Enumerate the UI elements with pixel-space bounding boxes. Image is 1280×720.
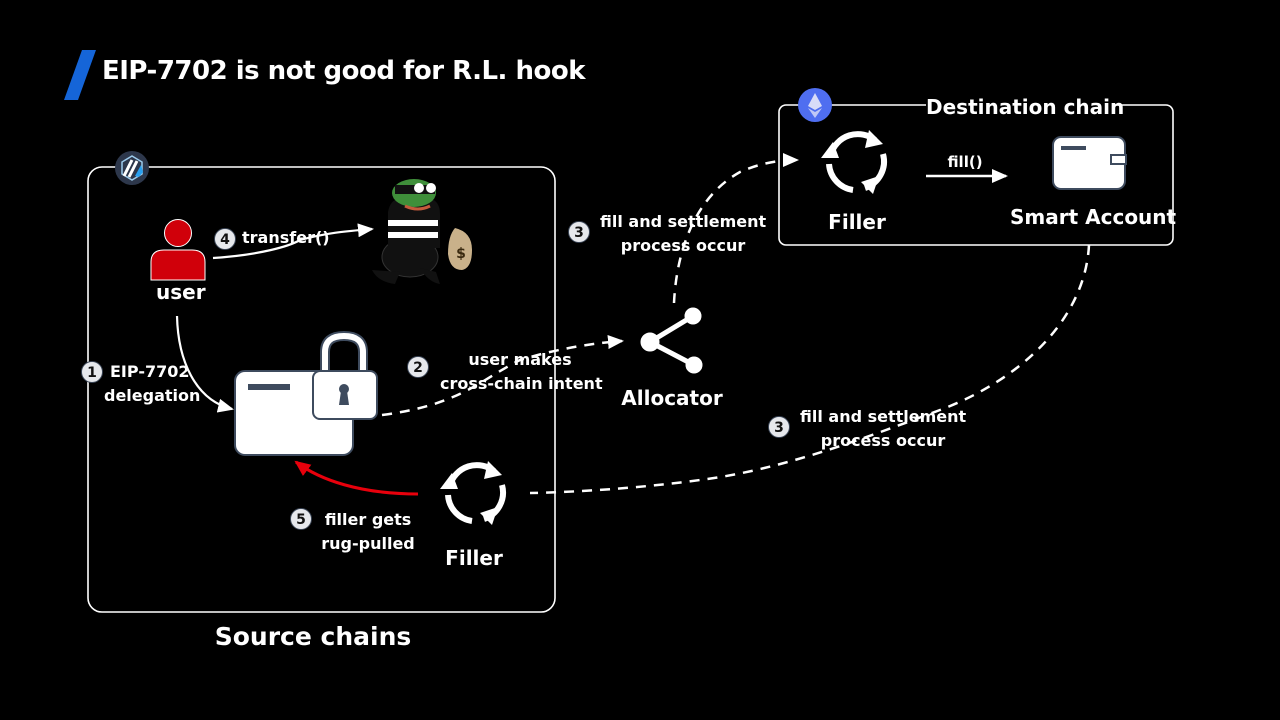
allocator-share-icon xyxy=(640,307,703,374)
step-5-line-1: filler gets xyxy=(324,510,412,529)
settlement-arrow-bottom xyxy=(529,244,1091,495)
step-5-text: filler gets rug-pulled xyxy=(318,508,418,556)
step-3-top-line-2: process occur xyxy=(620,236,746,255)
title-accent-slash xyxy=(64,50,96,100)
transfer-arrow xyxy=(212,223,374,260)
step-3-bottom-text: fill and settlement process occur xyxy=(800,405,966,453)
locked-wallet-icon xyxy=(234,330,378,456)
page-title: EIP-7702 is not good for R.L. hook xyxy=(102,56,585,86)
fill-call-label: fill() xyxy=(947,153,983,171)
step-1-line-2: delegation xyxy=(104,386,201,405)
user-label: user xyxy=(156,280,206,304)
step-5-badge: 5 xyxy=(290,508,312,530)
step-3-bottom-line-2: process occur xyxy=(820,431,946,450)
step-3-top-text: fill and settlement process occur xyxy=(600,210,766,258)
source-chains-box xyxy=(87,166,556,613)
settlement-arrow-top xyxy=(672,153,799,304)
step-1-badge: 1 xyxy=(81,361,103,383)
arbitrum-logo-icon xyxy=(115,151,149,185)
step-5-line-2: rug-pulled xyxy=(321,534,415,553)
rug-pull-arrow xyxy=(294,460,419,496)
destination-filler-cycle-icon xyxy=(821,130,887,194)
source-chains-label: Source chains xyxy=(214,622,412,651)
intent-arrow xyxy=(381,335,624,417)
step-2-line-2: cross-chain intent xyxy=(440,374,603,393)
smart-account-wallet-icon xyxy=(1052,136,1127,190)
step-4-text: transfer() xyxy=(242,228,330,247)
smart-account-label: Smart Account xyxy=(1010,205,1177,229)
pepe-thief-image: $ xyxy=(372,179,472,284)
allocator-label: Allocator xyxy=(621,386,723,410)
step-1-text: EIP-7702 delegation xyxy=(104,360,201,408)
ethereum-logo-icon xyxy=(798,88,832,122)
step-2-line-1: user makes xyxy=(468,350,572,369)
step-2-text: user makes cross-chain intent xyxy=(440,348,603,396)
source-filler-label: Filler xyxy=(445,546,503,570)
svg-text:$: $ xyxy=(456,246,466,262)
user-icon xyxy=(150,219,206,281)
step-3-bottom-line-1: fill and settlement xyxy=(800,407,967,426)
step-3-top-badge: 3 xyxy=(568,221,590,243)
source-filler-cycle-icon xyxy=(440,461,506,525)
destination-filler-label: Filler xyxy=(828,210,886,234)
step-3-bottom-badge: 3 xyxy=(768,416,790,438)
delegation-arrow xyxy=(175,315,234,413)
step-2-badge: 2 xyxy=(407,356,429,378)
step-4-badge: 4 xyxy=(214,228,236,250)
step-3-top-line-1: fill and settlement xyxy=(600,212,767,231)
destination-chain-label: Destination chain xyxy=(926,95,1125,119)
step-1-line-1: EIP-7702 xyxy=(110,362,190,381)
